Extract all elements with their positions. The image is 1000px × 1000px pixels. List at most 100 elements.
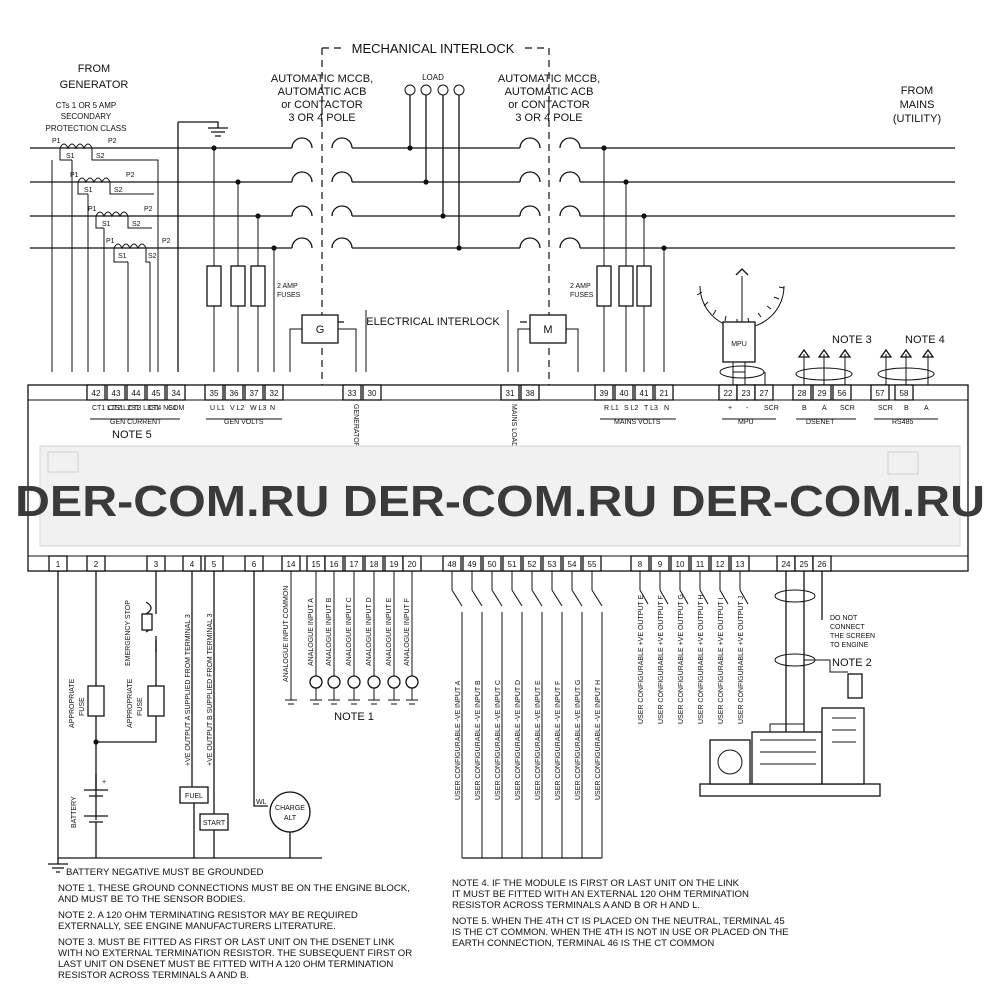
svg-text:PROTECTION CLASS: PROTECTION CLASS [46, 124, 127, 133]
terminal-number: 1 [56, 560, 61, 569]
svg-text:WL: WL [256, 799, 267, 806]
terminal-number: 28 [798, 389, 807, 398]
mpu-gear-icon [696, 268, 785, 329]
terminal [106, 384, 126, 401]
terminal-number: 11 [696, 560, 705, 569]
terminal-number: 9 [658, 560, 663, 569]
output-contact [719, 571, 729, 605]
svg-text:IS THE CT COMMON. WHEN THE 4TH: IS THE CT COMMON. WHEN THE 4TH IS NOT IN… [452, 927, 789, 938]
notes-right: NOTE 4. IF THE MODULE IS FIRST OR LAST U… [452, 878, 789, 949]
fuses-left [206, 265, 266, 307]
terminal-number: 42 [92, 389, 101, 398]
terminal [894, 384, 914, 401]
svg-text:RS485: RS485 [892, 419, 914, 426]
terminal-number: 36 [230, 389, 239, 398]
svg-text:+: + [102, 779, 106, 786]
switch-contact [531, 571, 543, 858]
svg-text:IT MUST BE FITTED WITH AN EXTE: IT MUST BE FITTED WITH AN EXTERNAL 120 O… [452, 889, 749, 900]
current-transformers [59, 143, 147, 250]
ve-input-wiring [451, 571, 603, 859]
terminal-number: 48 [448, 560, 457, 569]
terminal-number: 43 [112, 389, 121, 398]
analogue-input-label: ANALOGUE INPUT A [308, 598, 315, 666]
terminal-number: 2 [94, 560, 99, 569]
terminal-number: 33 [348, 389, 357, 398]
terminal [166, 384, 186, 401]
svg-text:S1: S1 [84, 187, 93, 194]
module-face [39, 445, 961, 547]
svg-text:COM: COM [168, 405, 185, 412]
svg-text:CTs 1 OR 5 AMP: CTs 1 OR 5 AMP [56, 101, 116, 110]
terminal-number: 15 [312, 560, 321, 569]
terminal-number: 6 [252, 560, 257, 569]
note2-label: NOTE 2 [832, 657, 872, 669]
svg-text:2 AMP: 2 AMP [570, 283, 591, 290]
terminal-number: 21 [660, 389, 669, 398]
svg-text:DO NOT: DO NOT [830, 615, 858, 622]
note1-label: NOTE 1 [334, 711, 374, 723]
svg-text:CT3 L3S1: CT3 L3S1 [128, 405, 160, 412]
svg-text:S1: S1 [66, 153, 75, 160]
svg-text:P1: P1 [70, 172, 79, 179]
terminal-number: 8 [638, 560, 643, 569]
switch-contact [491, 571, 503, 858]
terminal-number: 35 [210, 389, 219, 398]
mains-voltage-taps [601, 145, 667, 372]
gen-voltage-taps [211, 145, 277, 372]
terminal-number: 55 [588, 560, 597, 569]
fuses-left-label: 2 AMP FUSES [277, 283, 301, 299]
svg-text:P2: P2 [126, 172, 135, 179]
terminal-number: 18 [370, 560, 379, 569]
svg-text:GEN VOLTS: GEN VOLTS [224, 419, 264, 426]
terminal-number: 22 [724, 389, 733, 398]
terminal [812, 384, 832, 401]
terminal-number: 19 [390, 560, 399, 569]
battery-ground-icon [48, 858, 68, 873]
svg-text:2 AMP: 2 AMP [277, 283, 298, 290]
mechanical-interlock-label: MECHANICAL INTERLOCK [352, 41, 515, 56]
ve-input-label: USER CONFIGURABLE -VE INPUT C [495, 680, 502, 800]
svg-text:P2: P2 [162, 238, 171, 245]
svg-text:B: B [904, 405, 909, 412]
svg-text:RESISTOR ACROSS TERMINALS A AN: RESISTOR ACROSS TERMINALS A AND B OR H A… [452, 900, 700, 911]
terminal-number: 10 [676, 560, 685, 569]
terminal-number: 45 [152, 389, 161, 398]
terminal-number: 26 [818, 560, 827, 569]
ve-output-label: USER CONFIGURABLE +VE OUTPUT I [718, 597, 725, 724]
terminal-number: 51 [508, 560, 517, 569]
terminal-number: 16 [330, 560, 339, 569]
ve-output-label: USER CONFIGURABLE +VE OUTPUT E [638, 594, 645, 724]
svg-text:THE SCREEN: THE SCREEN [830, 633, 875, 640]
terminal-number: 30 [368, 389, 377, 398]
terminal-number: 44 [132, 389, 141, 398]
breaker-right-contacts [519, 137, 581, 249]
terminal-number: 56 [838, 389, 847, 398]
svg-text:CT2 L2S1: CT2 L2S1 [108, 405, 140, 412]
terminal-number: 25 [800, 560, 809, 569]
watermark: DER-COM.RU DER-COM.RU DER-COM.RU [15, 477, 985, 526]
ve-output-label: USER CONFIGURABLE +VE OUTPUT J [738, 596, 745, 724]
terminal [264, 384, 284, 401]
svg-text:(UTILITY): (UTILITY) [893, 113, 941, 125]
terminal [342, 384, 362, 401]
breaker-left-contacts [291, 137, 353, 249]
svg-text:R L1: R L1 [604, 405, 619, 412]
svg-text:FROM: FROM [901, 85, 933, 97]
svg-text:-: - [746, 405, 749, 412]
bus-bars [30, 147, 955, 249]
svg-text:A: A [822, 405, 827, 412]
svg-text:SCR: SCR [878, 405, 893, 412]
svg-text:EXTERNALLY, SEE ENGINE MANUFAC: EXTERNALLY, SEE ENGINE MANUFACTURERS LIT… [58, 921, 336, 932]
analogue-input-wiring [285, 571, 419, 705]
terminal [792, 384, 812, 401]
svg-text:V L2: V L2 [230, 405, 245, 412]
terminal-number: 5 [212, 560, 217, 569]
terminal-number: 29 [818, 389, 827, 398]
output-contact [659, 571, 669, 605]
analogue-common-label: ANALOGUE INPUT COMMON [283, 586, 290, 682]
terminal-number: 41 [640, 389, 649, 398]
svg-text:SECONDARY: SECONDARY [61, 112, 112, 121]
rs485-arrows: NOTE 4 [877, 334, 945, 385]
svg-text:or CONTACTOR: or CONTACTOR [508, 99, 590, 111]
terminal-number: 27 [760, 389, 769, 398]
